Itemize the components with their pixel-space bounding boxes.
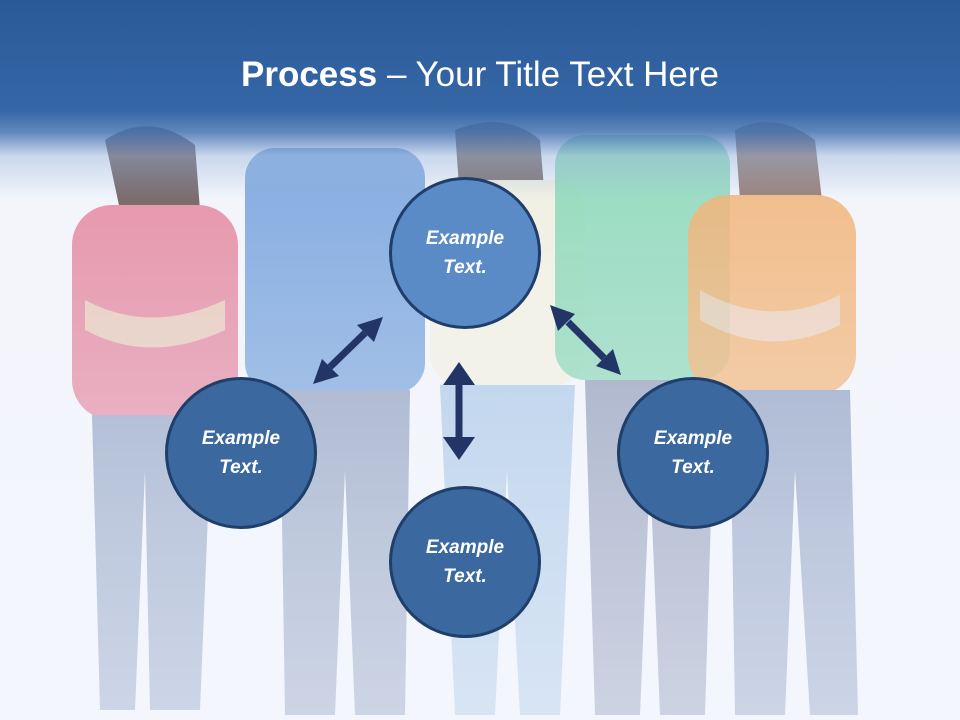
arrow-top-bottom: [443, 362, 475, 460]
process-node-top-label: Example Text.: [425, 228, 505, 278]
title-rest: – Your Title Text Here: [377, 55, 719, 94]
process-node-right[interactable]: Example Text.: [617, 377, 769, 529]
arrow-top-right: [550, 305, 621, 375]
process-node-left[interactable]: Example Text.: [165, 377, 317, 529]
title-banner: [0, 0, 960, 200]
title-bold: Process: [241, 55, 378, 94]
process-node-left-label: Example Text.: [201, 428, 281, 478]
process-node-bottom[interactable]: Example Text.: [389, 486, 541, 638]
process-node-right-label: Example Text.: [653, 428, 733, 478]
process-node-top[interactable]: Example Text.: [389, 177, 541, 329]
arrow-top-left: [313, 317, 383, 384]
process-node-bottom-label: Example Text.: [425, 537, 505, 587]
slide-title: Process – Your Title Text Here: [0, 50, 960, 100]
